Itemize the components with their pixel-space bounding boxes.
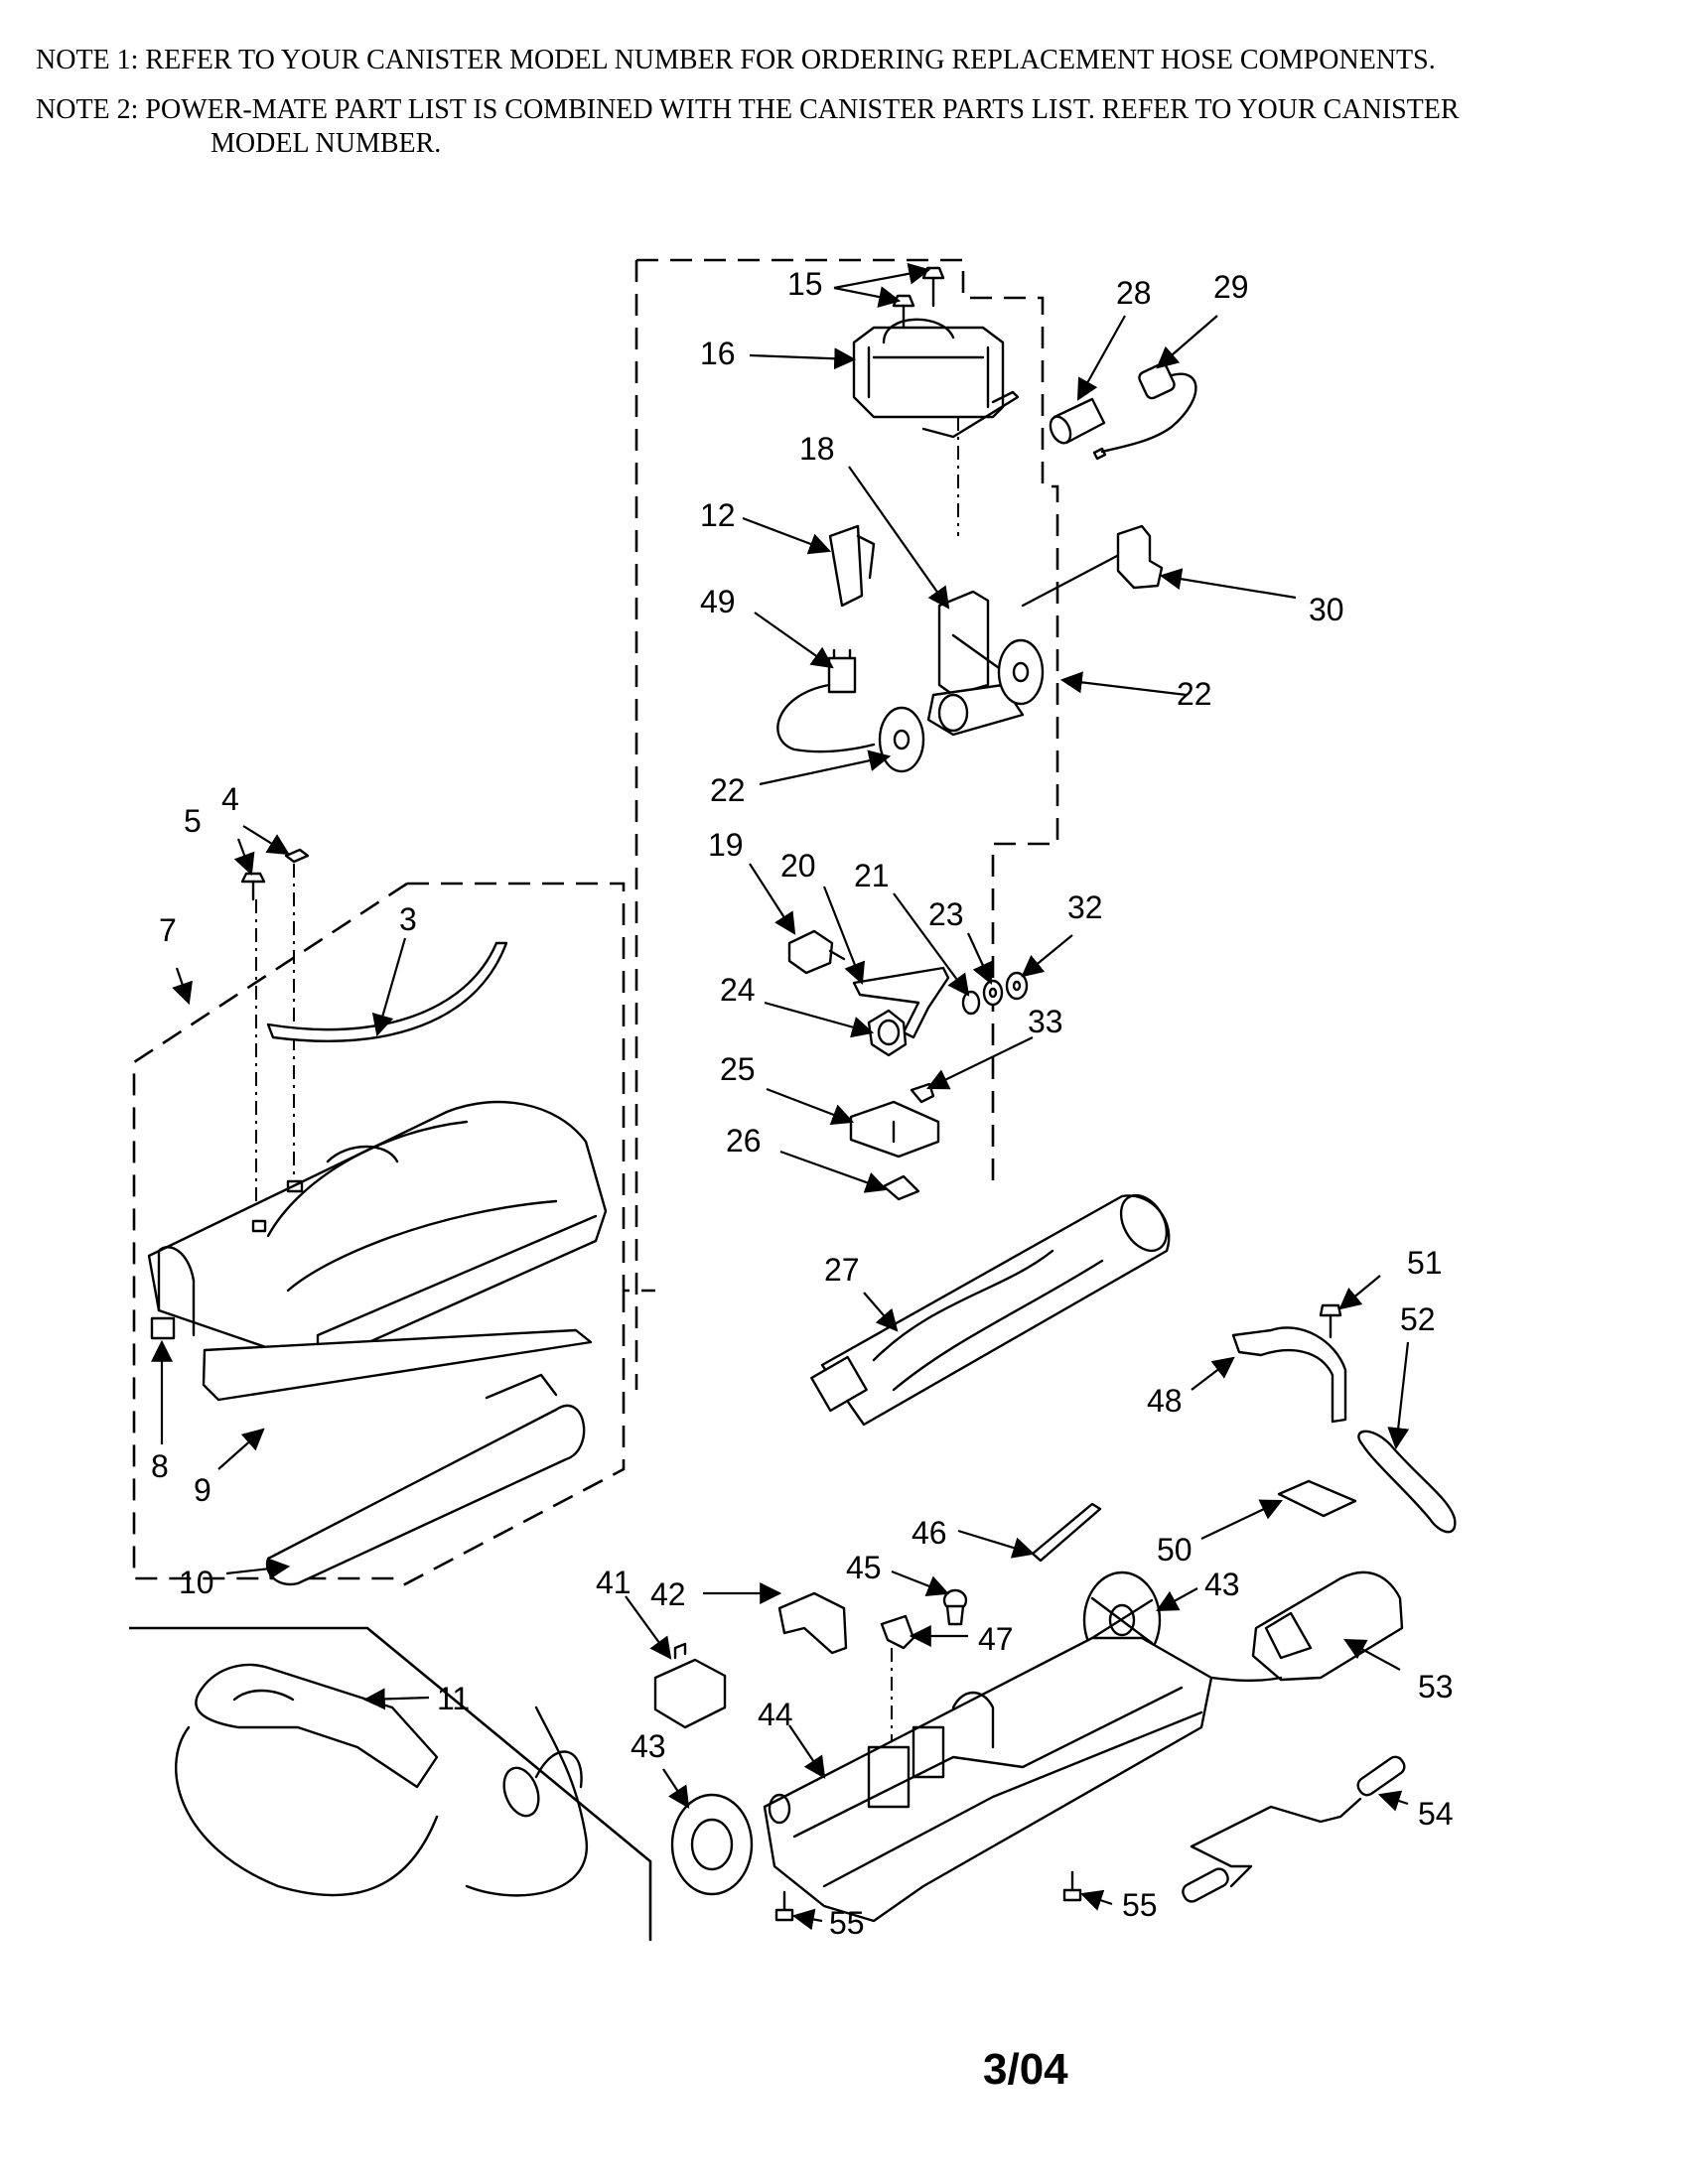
knob-19-icon — [787, 929, 846, 975]
bracket-48-icon — [1231, 1326, 1347, 1424]
callout-55a: 55 — [829, 1905, 865, 1941]
callout-12: 12 — [700, 497, 736, 533]
callout-43a: 43 — [1204, 1567, 1240, 1602]
note-2: NOTE 2: POWER-MATE PART LIST IS COMBINED… — [36, 93, 1624, 161]
belt-52-icon — [1357, 1430, 1457, 1534]
callout-20: 20 — [780, 848, 816, 884]
callout-29: 29 — [1213, 269, 1249, 305]
handle-wire-54-icon — [1182, 1755, 1406, 1903]
switch-41-icon — [653, 1642, 727, 1729]
callout-9: 9 — [194, 1472, 211, 1508]
callout-25: 25 — [720, 1051, 756, 1087]
callout-26: 26 — [726, 1123, 762, 1159]
screw-55a-icon — [774, 1890, 794, 1922]
callout-41: 41 — [596, 1565, 632, 1600]
cover-42-icon — [777, 1591, 848, 1655]
callout-42: 42 — [650, 1576, 686, 1612]
lever-20-icon — [852, 966, 950, 1039]
callout-28: 28 — [1116, 275, 1152, 311]
callout-49: 49 — [700, 584, 736, 619]
leader-lines — [151, 262, 1410, 1931]
note-2-line-1: NOTE 2: POWER-MATE PART LIST IS COMBINED… — [36, 94, 1460, 125]
yoke-18-icon — [926, 590, 1025, 737]
callout-33: 33 — [1028, 1004, 1063, 1039]
callout-51: 51 — [1407, 1245, 1443, 1281]
callout-22b: 22 — [710, 772, 746, 808]
callout-19: 19 — [708, 827, 744, 863]
revision-date: 3/04 — [983, 2045, 1068, 2094]
callout-27: 27 — [824, 1252, 860, 1288]
base-44-icon — [763, 1636, 1213, 1923]
callout-21: 21 — [854, 858, 890, 893]
hood-icon — [147, 1100, 608, 1367]
callout-30: 30 — [1309, 592, 1344, 627]
callout-47: 47 — [978, 1621, 1014, 1657]
callout-23: 23 — [928, 896, 964, 932]
callout-8: 8 — [151, 1448, 169, 1484]
screw-55b-icon — [1062, 1870, 1082, 1902]
note-2-line-2: MODEL NUMBER. — [210, 128, 442, 159]
callout-11: 11 — [437, 1681, 470, 1716]
callout-54: 54 — [1418, 1796, 1454, 1832]
bracket-25-icon — [849, 1100, 940, 1159]
bulb-45-icon — [942, 1588, 968, 1626]
callout-52: 52 — [1400, 1301, 1436, 1337]
callout-22a: 22 — [1177, 676, 1212, 712]
clip-47-icon — [880, 1614, 915, 1650]
plate-9-icon — [202, 1328, 593, 1402]
hose-11-icon — [175, 1663, 589, 1897]
nozzle-10-icon — [265, 1373, 586, 1586]
callout-7: 7 — [159, 912, 177, 948]
strip-46-icon — [1031, 1502, 1102, 1563]
callout-43b: 43 — [631, 1728, 666, 1764]
callout-53: 53 — [1418, 1669, 1454, 1705]
bulb-28-icon — [1049, 397, 1106, 445]
callout-16: 16 — [700, 336, 736, 371]
hood-assembly-boundary — [132, 882, 655, 1590]
pad-50-icon — [1277, 1479, 1357, 1518]
foot-26-icon — [882, 1174, 920, 1201]
screw-51-icon — [1319, 1303, 1342, 1339]
dial-24-icon — [867, 1009, 908, 1057]
washer-23-icon — [982, 979, 1004, 1007]
cover-12-icon — [828, 524, 876, 608]
callout-5: 5 — [184, 803, 202, 839]
clip-30-icon — [1021, 524, 1164, 608]
callout-45: 45 — [846, 1550, 882, 1585]
callout-4: 4 — [221, 781, 239, 817]
callout-24: 24 — [720, 972, 756, 1008]
callout-50: 50 — [1157, 1532, 1193, 1568]
note-1: NOTE 1: REFER TO YOUR CANISTER MODEL NUM… — [36, 45, 1436, 75]
callout-32: 32 — [1067, 889, 1103, 925]
tab-8-icon — [150, 1316, 176, 1340]
axis-line-4-5 — [255, 864, 295, 1201]
switch-49-icon — [776, 648, 876, 753]
bearing-43-icon — [670, 1793, 754, 1896]
gear-21-icon — [961, 990, 981, 1016]
callout-46: 46 — [912, 1515, 947, 1551]
washer-32-icon — [1005, 971, 1029, 1001]
callout-3: 3 — [399, 901, 417, 937]
callout-44: 44 — [758, 1697, 793, 1732]
brushroll-27-icon — [810, 1193, 1171, 1427]
callout-18: 18 — [799, 431, 835, 467]
screw-5-icon — [240, 872, 266, 901]
pad-4-icon — [284, 848, 310, 864]
callout-10: 10 — [179, 1565, 214, 1600]
callout-48: 48 — [1147, 1383, 1183, 1419]
switch-bracket-16-icon — [852, 318, 1020, 439]
bumper-3-icon — [266, 941, 508, 1042]
lamp-socket-29-icon — [1092, 362, 1197, 461]
hose-section-divider — [129, 1626, 652, 1941]
handle-assembly-boundary — [634, 258, 1059, 1390]
callout-labels: 15 16 28 29 18 12 49 30 22 22 4 5 3 7 19… — [151, 266, 1454, 1941]
callout-15: 15 — [787, 266, 823, 302]
callout-55b: 55 — [1122, 1887, 1158, 1923]
